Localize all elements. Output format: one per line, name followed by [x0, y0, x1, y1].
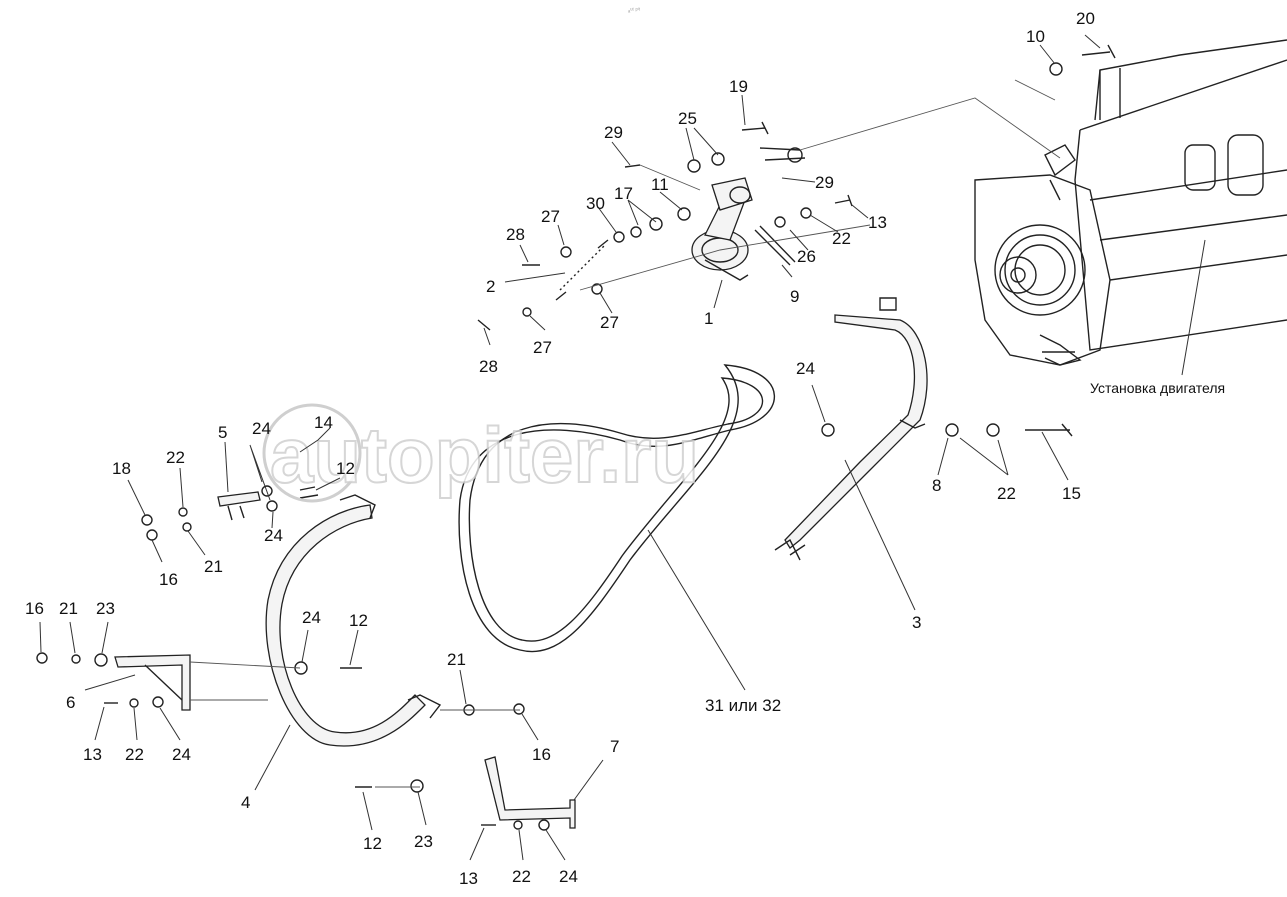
callout-14: 14	[314, 413, 333, 432]
callout-24-top-left: 24	[252, 419, 271, 438]
callout-26: 26	[797, 247, 816, 266]
callout-21-left: 21	[204, 557, 223, 576]
callout-10: 10	[1026, 27, 1045, 46]
callout-6: 6	[66, 693, 75, 712]
callout-29-right: 29	[815, 173, 834, 192]
callout-28-lower: 28	[479, 357, 498, 376]
callout-16-far-left: 16	[25, 599, 44, 618]
callout-15: 15	[1062, 484, 1081, 503]
callout-9: 9	[790, 287, 799, 306]
callout-12-lower: 12	[363, 834, 382, 853]
callout-13-left: 13	[83, 745, 102, 764]
callout-29-upper: 29	[604, 123, 623, 142]
callout-labels: 19 25 29 17 11 30 27 28 2 1 9 26 22 13 2…	[25, 9, 1225, 888]
callout-18: 18	[112, 459, 131, 478]
callout-3: 3	[912, 613, 921, 632]
header-mark: ₐᵘᵗ ᵖⁱᵗ	[628, 6, 641, 14]
callout-4: 4	[241, 793, 250, 812]
callout-7: 7	[610, 737, 619, 756]
callout-24-middle: 24	[302, 608, 321, 627]
watermark-text: autopiter.ru	[270, 411, 699, 499]
callout-28-upper: 28	[506, 225, 525, 244]
callout-13-lower: 13	[459, 869, 478, 888]
callout-27-right: 27	[600, 313, 619, 332]
callout-30: 30	[586, 194, 605, 213]
callout-22-left: 22	[166, 448, 185, 467]
callout-27-upper: 27	[541, 207, 560, 226]
belt-31-or-32-label: 31 или 32	[705, 696, 781, 715]
callout-24-lower-left: 24	[172, 745, 191, 764]
callout-22-right: 22	[997, 484, 1016, 503]
callout-16-right: 16	[532, 745, 551, 764]
callout-13-upper: 13	[868, 213, 887, 232]
engine-installation-label: Установка двигателя	[1090, 380, 1225, 396]
callout-24-lower: 24	[559, 867, 578, 886]
callout-22-upper: 22	[832, 229, 851, 248]
callout-17: 17	[614, 184, 633, 203]
callout-5: 5	[218, 423, 227, 442]
drive-belt	[458, 364, 776, 653]
callout-23-lower: 23	[414, 832, 433, 851]
callout-21-right: 21	[447, 650, 466, 669]
bracket-4	[265, 494, 442, 747]
bracket-3	[774, 297, 1073, 561]
small-brackets	[36, 485, 576, 831]
callout-23-left: 23	[96, 599, 115, 618]
assembly-lines	[189, 79, 1061, 788]
callout-27-lower: 27	[533, 338, 552, 357]
leader-lines	[39, 34, 1206, 861]
callout-24-right: 24	[796, 359, 815, 378]
callout-20: 20	[1076, 9, 1095, 28]
callout-1: 1	[704, 309, 713, 328]
callout-12-upper: 12	[336, 459, 355, 478]
engine-assembly	[974, 39, 1287, 366]
watermark: autopiter.ru	[262, 403, 700, 503]
callout-22-lower-left: 22	[125, 745, 144, 764]
callout-11: 11	[651, 175, 669, 194]
callout-19: 19	[729, 77, 748, 96]
callout-12-middle: 12	[349, 611, 368, 630]
callout-2: 2	[486, 277, 495, 296]
callout-25: 25	[678, 109, 697, 128]
callout-8: 8	[932, 476, 941, 495]
callout-24-left: 24	[264, 526, 283, 545]
callout-16-left: 16	[159, 570, 178, 589]
callout-21-far-left: 21	[59, 599, 78, 618]
callout-22-lower: 22	[512, 867, 531, 886]
